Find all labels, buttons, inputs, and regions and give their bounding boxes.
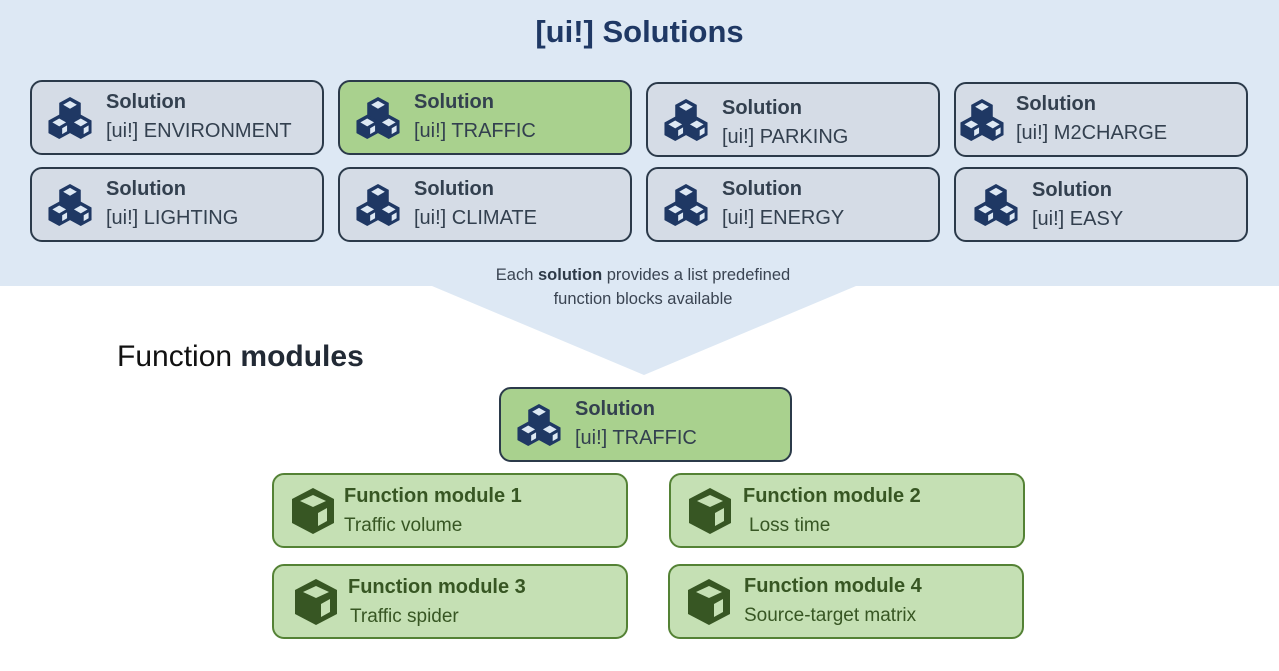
page-title: [ui!] Solutions <box>535 14 744 49</box>
cubes-icon <box>48 96 92 139</box>
solution-name: [ui!] TRAFFIC <box>575 427 697 449</box>
solution-label: Solution <box>414 91 494 113</box>
solution-name: [ui!] EASY <box>1032 208 1124 230</box>
function-module-card-4[interactable]: Function module 4 Source-target matrix <box>668 564 1024 639</box>
cubes-icon <box>960 98 1004 141</box>
solution-card-traffic[interactable]: Solution [ui!] TRAFFIC <box>338 80 632 155</box>
module-title: Function module 3 <box>348 576 526 598</box>
heading-bold: modules <box>240 340 364 373</box>
module-title: Function module 2 <box>743 485 921 507</box>
module-subtitle: Loss time <box>749 515 831 536</box>
module-subtitle: Traffic volume <box>344 515 463 536</box>
solution-card-climate[interactable]: Solution [ui!] CLIMATE <box>338 167 632 242</box>
solution-name: [ui!] CLIMATE <box>414 207 537 229</box>
solution-label: Solution <box>722 97 802 119</box>
solution-card-parking[interactable]: Solution [ui!] PARKING <box>646 82 940 157</box>
function-module-card-3[interactable]: Function module 3 Traffic spider <box>272 564 628 639</box>
function-module-card-1[interactable]: Function module 1 Traffic volume <box>272 473 628 548</box>
module-title: Function module 1 <box>344 485 522 507</box>
function-modules-heading: Function modules <box>117 340 364 374</box>
solution-name: [ui!] PARKING <box>722 126 849 148</box>
solution-card-lighting[interactable]: Solution [ui!] LIGHTING <box>30 167 324 242</box>
solution-card-easy[interactable]: Solution [ui!] EASY <box>954 167 1248 242</box>
solution-label: Solution <box>575 398 655 420</box>
solution-name: [ui!] TRAFFIC <box>414 120 536 142</box>
solution-label: Solution <box>106 178 186 200</box>
cube-icon <box>292 487 334 534</box>
solution-label: Solution <box>414 178 494 200</box>
module-subtitle: Traffic spider <box>350 606 459 627</box>
cubes-icon <box>664 183 708 226</box>
note-suffix: provides a list predefined function bloc… <box>553 266 791 308</box>
cubes-icon <box>356 183 400 226</box>
solution-name: [ui!] ENVIRONMENT <box>106 120 292 142</box>
solution-label: Solution <box>1032 179 1112 201</box>
cube-icon <box>295 578 337 625</box>
solution-card-m2charge[interactable]: Solution [ui!] M2CHARGE <box>954 82 1248 157</box>
solution-label: Solution <box>722 178 802 200</box>
cubes-icon <box>48 183 92 226</box>
module-title: Function module 4 <box>744 575 922 597</box>
note-bold: solution <box>538 266 603 284</box>
solution-card-energy[interactable]: Solution [ui!] ENERGY <box>646 167 940 242</box>
module-subtitle: Source-target matrix <box>744 605 917 626</box>
function-module-card-2[interactable]: Function module 2 Loss time <box>669 473 1025 548</box>
heading-regular: Function <box>117 340 241 373</box>
solution-card-environment[interactable]: Solution [ui!] ENVIRONMENT <box>30 80 324 155</box>
solution-label: Solution <box>106 91 186 113</box>
solution-name: [ui!] M2CHARGE <box>1016 122 1168 144</box>
note-prefix: Each <box>495 266 538 284</box>
selected-solution-card[interactable]: Solution [ui!] TRAFFIC <box>499 387 792 462</box>
solution-label: Solution <box>1016 93 1096 115</box>
cubes-icon <box>664 98 708 141</box>
cube-icon <box>688 578 730 625</box>
solution-name: [ui!] ENERGY <box>722 207 845 229</box>
cube-icon <box>689 487 731 534</box>
cubes-icon <box>974 183 1018 226</box>
cubes-icon <box>517 403 561 446</box>
solution-name: [ui!] LIGHTING <box>106 207 239 229</box>
cubes-icon <box>356 96 400 139</box>
solution-note: Each solution provides a list predefined… <box>493 263 793 311</box>
